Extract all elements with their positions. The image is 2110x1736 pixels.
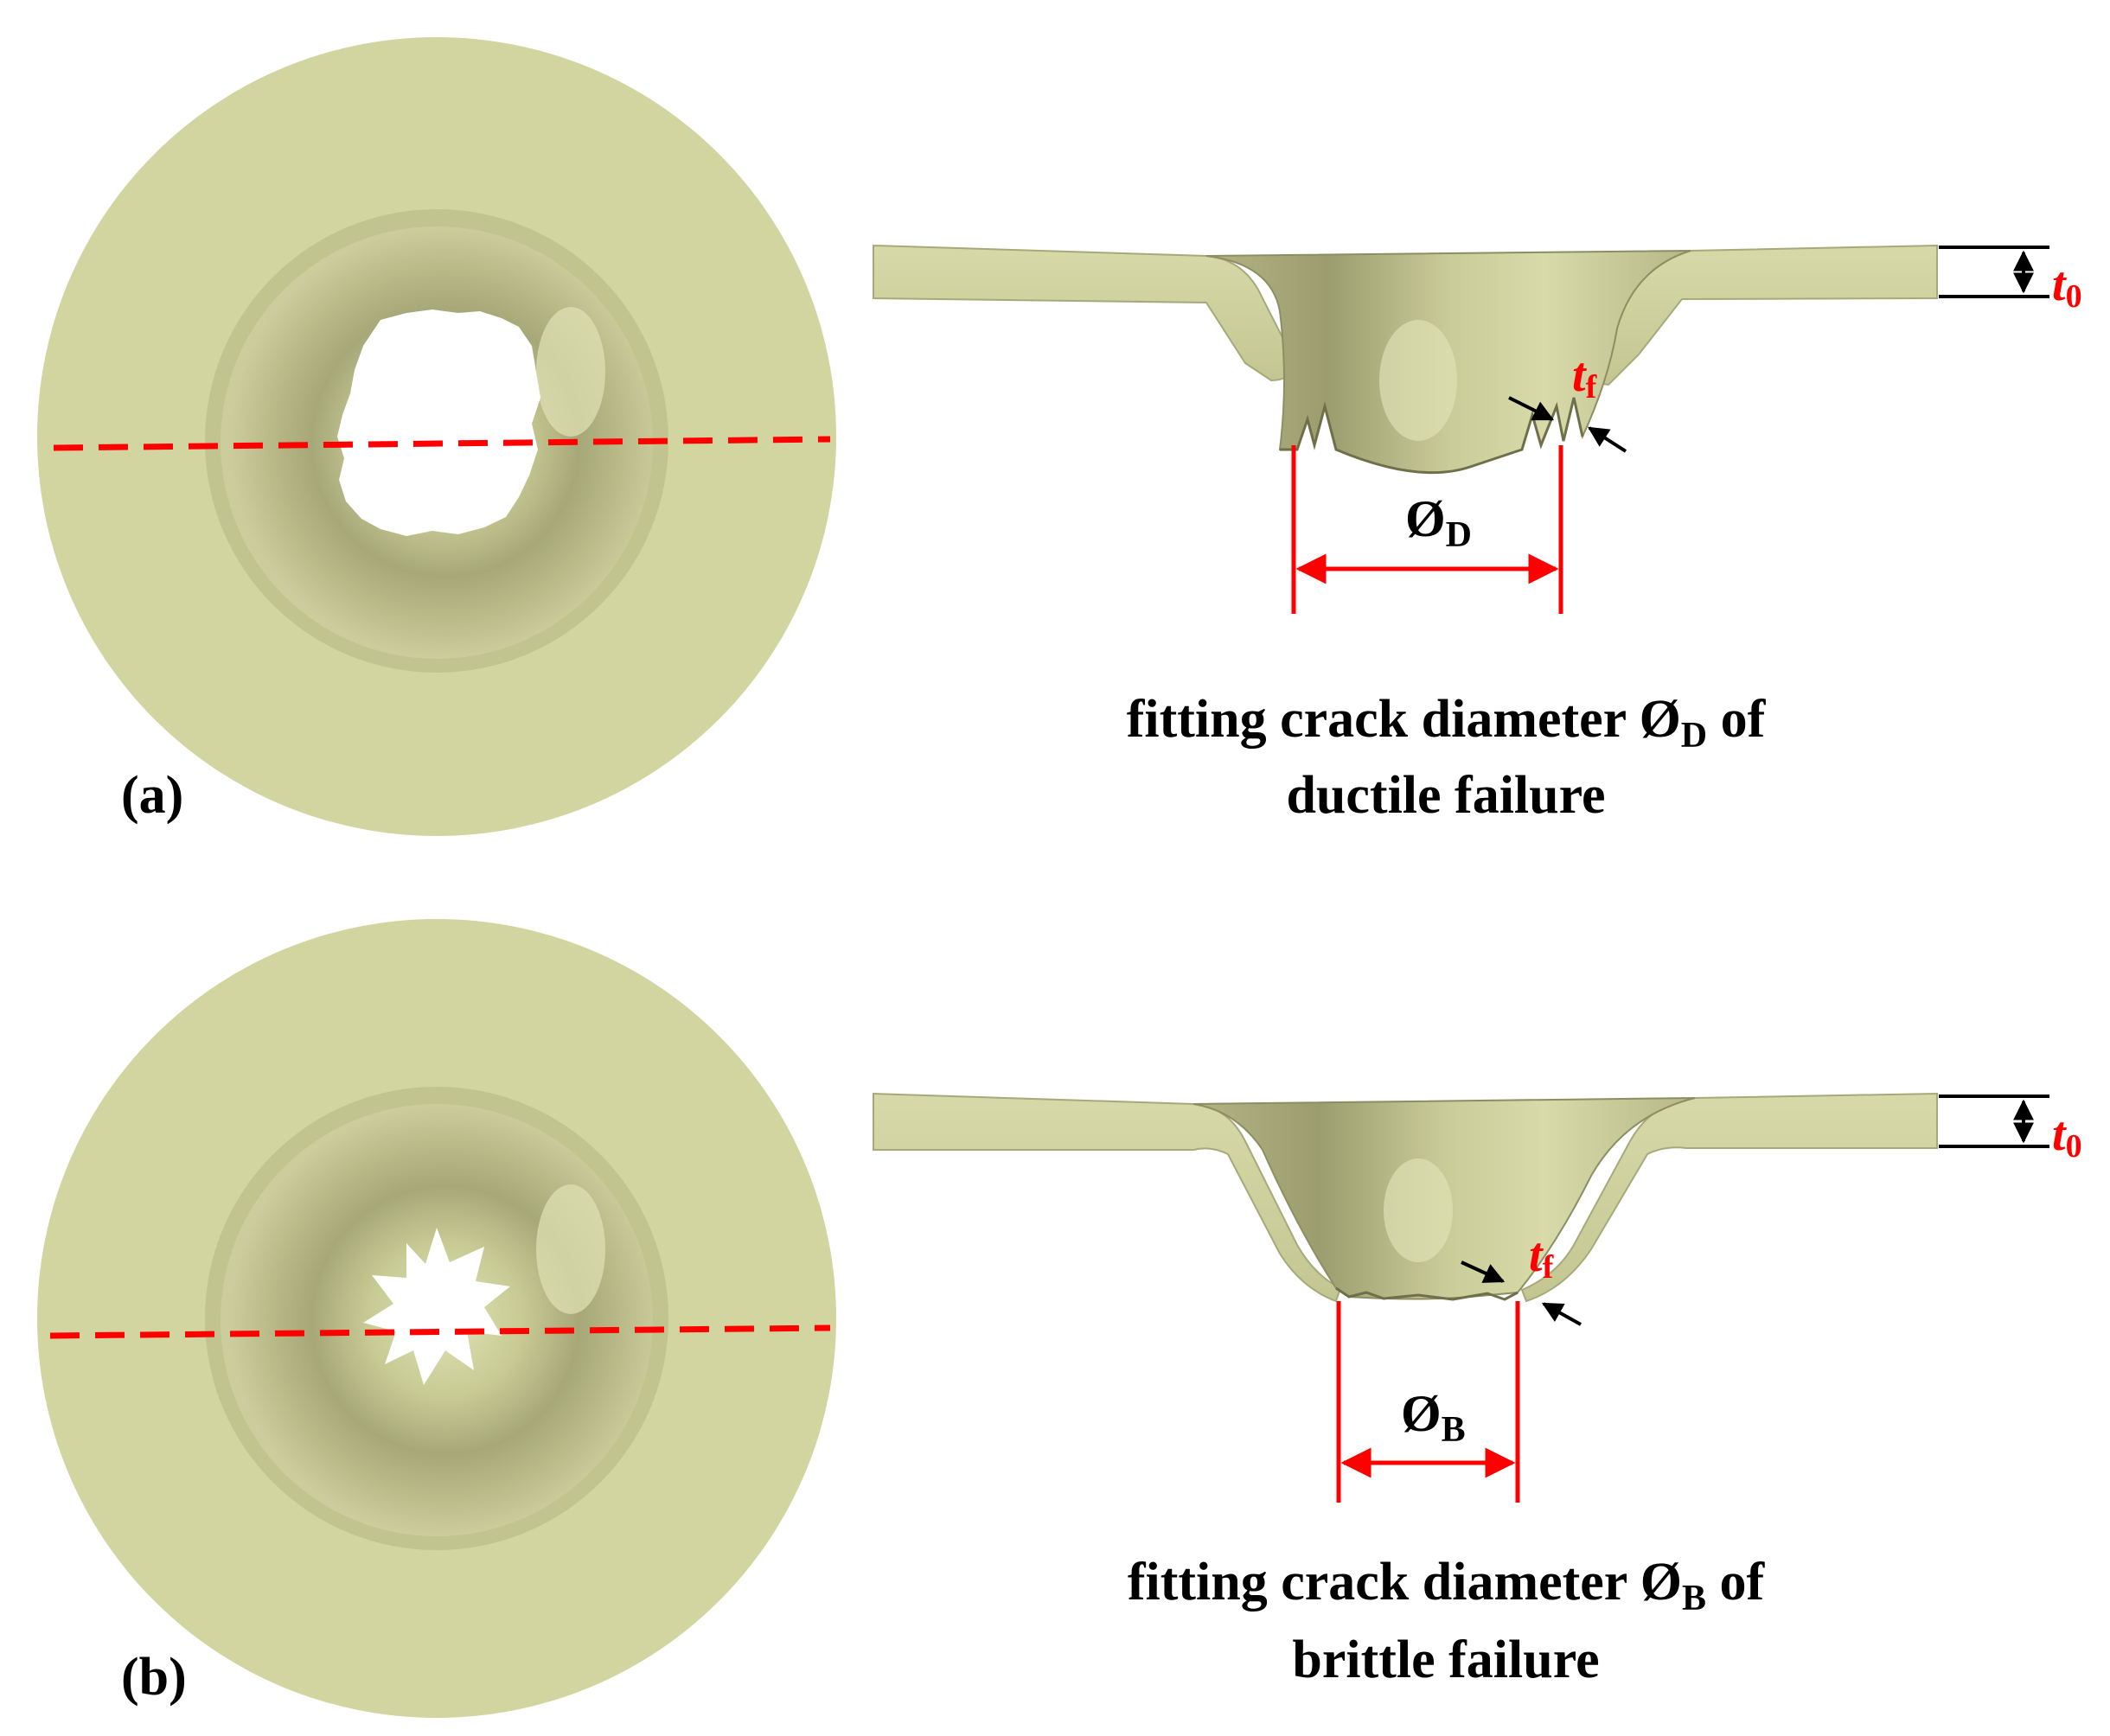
crack-hole	[337, 310, 540, 536]
dimple-highlight	[536, 1184, 605, 1314]
panel-label: (a)	[121, 766, 183, 825]
flange-right	[1520, 1092, 1938, 1303]
crack-hole	[363, 1228, 510, 1385]
phi-d-label: ØD	[1405, 490, 1472, 555]
side-view-b: t0 tf ØB fitting crack diameter ØB of br…	[873, 1092, 2082, 1689]
crack-edge	[1280, 397, 1584, 475]
section-line	[49, 1324, 831, 1339]
dimple-highlight	[536, 307, 605, 437]
tf-arrow-in	[1508, 396, 1555, 421]
cup-highlight	[1384, 1158, 1453, 1262]
phi-b-label: ØB	[1401, 1385, 1466, 1450]
tf-label: tf	[1529, 1229, 1555, 1286]
panel-a: (a) t0 tf ØD fitting crack diameter ØD o…	[37, 37, 2082, 836]
top-view-a: (a)	[37, 37, 836, 836]
section-line	[53, 436, 831, 451]
flange-left	[873, 1092, 1342, 1303]
side-view-a: t0 tf ØD fitting crack diameter ØD of du…	[873, 244, 2082, 825]
t0-label: t0	[2052, 258, 2082, 315]
caption-line2: ductile failure	[1286, 766, 1605, 825]
panel-label: (b)	[121, 1648, 187, 1707]
caption-line1: fitting crack diameter ØD of	[1127, 690, 1767, 756]
tf-arrow-out	[1587, 426, 1627, 453]
flange-left	[873, 244, 1293, 382]
t0-label: t0	[2052, 1107, 2082, 1165]
tf-arrow-out	[1541, 1302, 1582, 1326]
caption-line1: fitting crack diameter ØB of	[1128, 1553, 1766, 1618]
tf-arrow-in	[1461, 1261, 1506, 1283]
top-view-b: (b)	[37, 919, 836, 1718]
caption-line2: brittle failure	[1292, 1631, 1599, 1689]
panel-b: (b) t0 tf ØB fitting crack diameter ØB o…	[37, 919, 2082, 1718]
crack-edge	[1335, 1286, 1519, 1301]
tf-label: tf	[1572, 348, 1598, 405]
cup-highlight	[1379, 320, 1457, 441]
